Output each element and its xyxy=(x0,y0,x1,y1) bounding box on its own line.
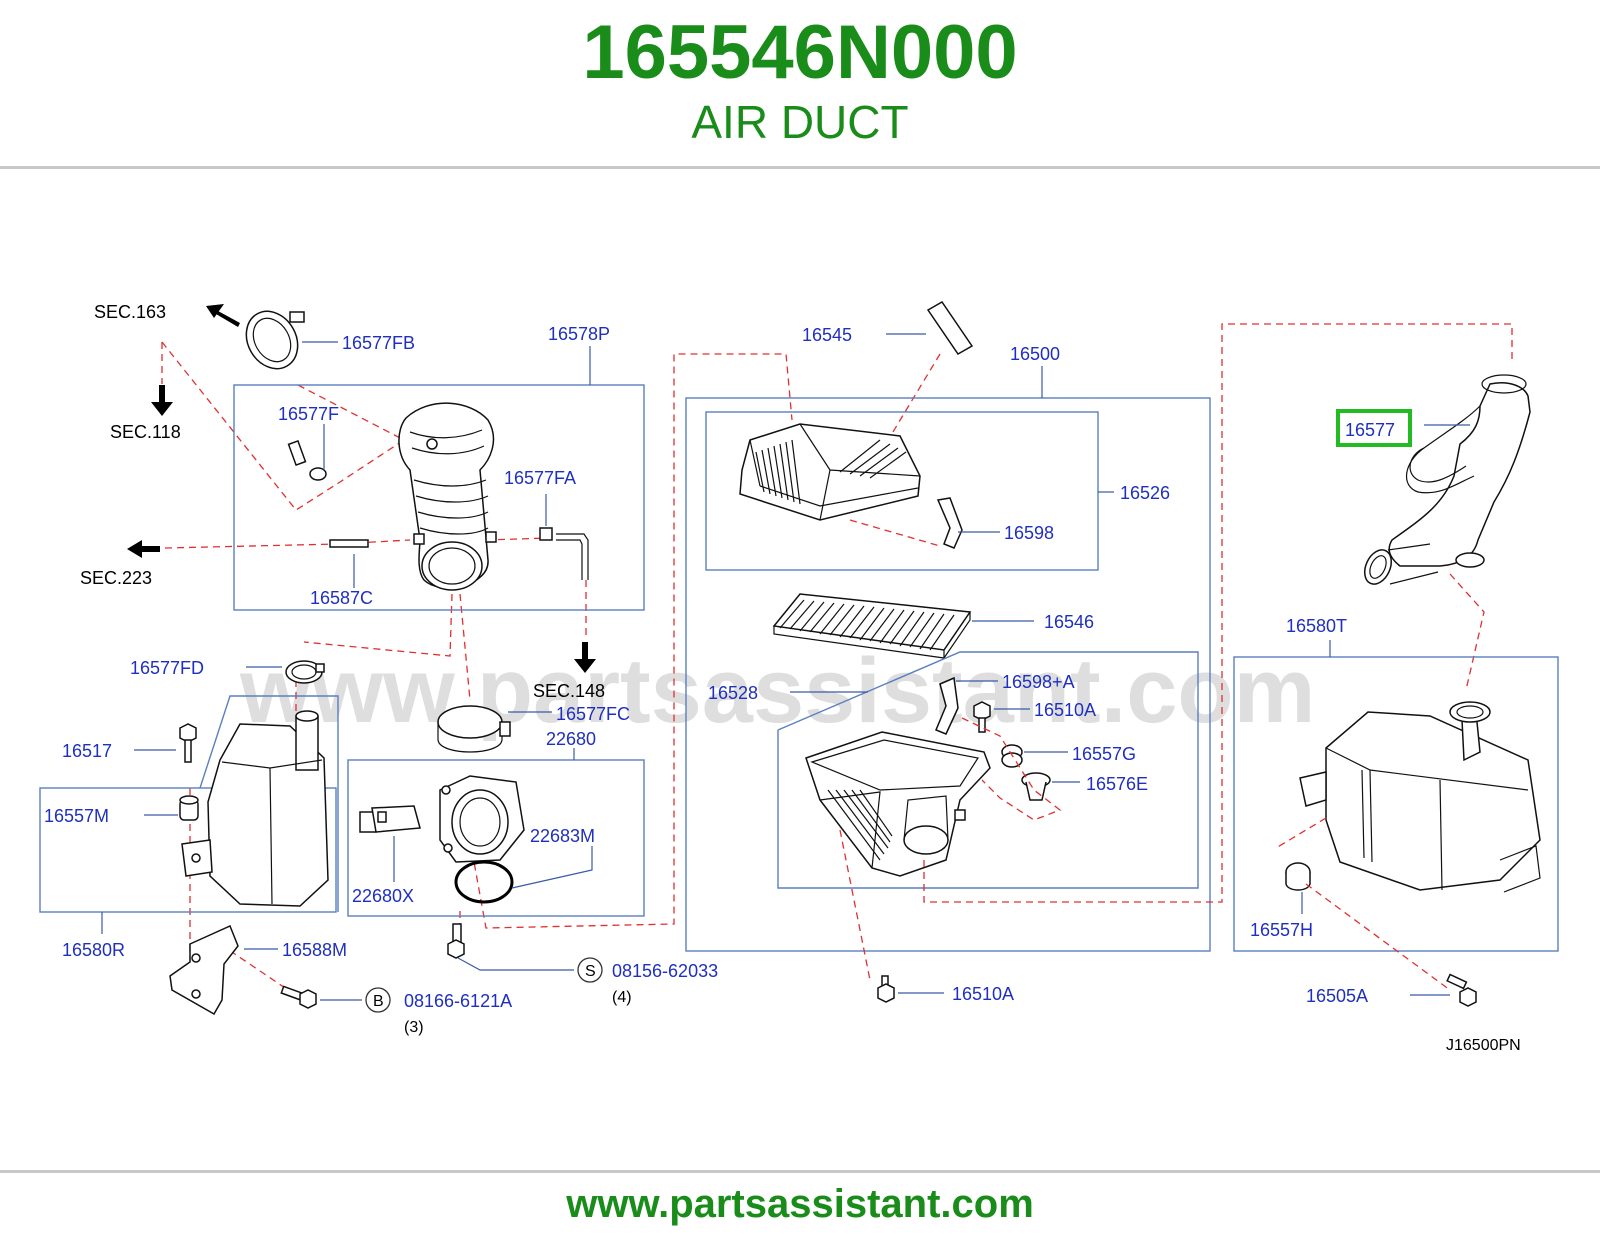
callout-16576e[interactable]: 16576E xyxy=(1086,774,1148,794)
sec-118-label: SEC.118 xyxy=(110,422,181,442)
callout-22683m[interactable]: 22683M xyxy=(530,826,595,846)
callout-08166-qty: (3) xyxy=(404,1019,424,1036)
diagram-code: J16500PN xyxy=(1446,1037,1521,1054)
callout-16577-highlight xyxy=(1336,409,1412,447)
group-box-16528 xyxy=(777,651,1199,889)
callout-08156-qty: (4) xyxy=(612,989,632,1006)
callout-16578p[interactable]: 16578P xyxy=(548,324,610,344)
label-16545-part xyxy=(926,301,974,355)
bolt-16510a-bottom-part xyxy=(877,975,895,1003)
callout-16588m[interactable]: 16588M xyxy=(282,940,347,960)
bolt-08156-part xyxy=(447,923,465,959)
clip-16598a-part xyxy=(935,676,959,735)
callout-16510a-top[interactable]: 16510A xyxy=(1034,700,1096,720)
callout-16505a[interactable]: 16505A xyxy=(1306,986,1368,1006)
housing-16528-part xyxy=(805,731,991,877)
circle-s-icon xyxy=(577,957,603,983)
callout-16557m[interactable]: 16557M xyxy=(44,806,109,826)
footer-divider xyxy=(0,1170,1600,1173)
callout-16557h[interactable]: 16557H xyxy=(1250,920,1313,940)
parts-diagram: www.partsassistant.com SEC.163 SEC.118 S… xyxy=(39,301,1559,1054)
callout-16580r[interactable]: 16580R xyxy=(62,940,125,960)
callout-22680[interactable]: 22680 xyxy=(546,729,596,749)
clamp-16577fd-part xyxy=(285,660,325,684)
callout-16577fc[interactable]: 16577FC xyxy=(556,704,630,724)
hose-16577fa-part xyxy=(539,527,589,580)
sensor-16577f-part xyxy=(287,439,327,481)
callout-08166[interactable]: 08166-6121A xyxy=(404,991,512,1011)
callout-22680x[interactable]: 22680X xyxy=(352,886,414,906)
callout-16545[interactable]: 16545 xyxy=(802,325,852,345)
callout-16577fb[interactable]: 16577FB xyxy=(342,333,415,353)
part-name-subtitle: AIR DUCT xyxy=(691,96,909,148)
header-divider xyxy=(0,166,1600,169)
callout-16517[interactable]: 16517 xyxy=(62,741,112,761)
footer-url[interactable]: www.partsassistant.com xyxy=(566,1182,1034,1226)
bolt-16505a-part xyxy=(1446,973,1477,1007)
filter-16546-part xyxy=(772,593,972,659)
circle-b-letter: B xyxy=(373,993,384,1010)
sec-163-label: SEC.163 xyxy=(94,302,166,322)
arrow-left-icon xyxy=(127,540,160,558)
intake-hose-part xyxy=(398,402,497,591)
callout-16587c[interactable]: 16587C xyxy=(310,588,373,608)
gasket-22683m-part xyxy=(454,860,514,904)
callout-16577fd[interactable]: 16577FD xyxy=(130,658,204,678)
sensor-22680x-part xyxy=(359,805,421,833)
group-box-16580r-right xyxy=(199,695,339,912)
callout-16528[interactable]: 16528 xyxy=(708,683,758,703)
watermark-text: www.partsassistant.com xyxy=(239,640,1315,742)
bolt-08166-part xyxy=(280,985,317,1009)
group-box-16580r-left xyxy=(39,787,337,913)
hose-16587c-part xyxy=(329,539,369,548)
circle-s-letter: S xyxy=(585,963,596,980)
callout-16577fa[interactable]: 16577FA xyxy=(504,468,576,488)
part-number-title: 165546N000 xyxy=(582,10,1018,95)
bracket-16588m-part xyxy=(169,924,239,1016)
clamp-16577fb-part xyxy=(245,310,305,370)
callout-16598a[interactable]: 16598+A xyxy=(1002,672,1075,692)
callout-08156[interactable]: 08156-62033 xyxy=(612,961,718,981)
callout-16598[interactable]: 16598 xyxy=(1004,523,1054,543)
callout-16500[interactable]: 16500 xyxy=(1010,344,1060,364)
sec-148-label: SEC.148 xyxy=(533,681,605,701)
group-box-16500 xyxy=(685,397,1211,952)
callout-16526[interactable]: 16526 xyxy=(1120,483,1170,503)
grommet-16557h-part xyxy=(1285,862,1311,891)
group-box-16578p xyxy=(233,384,645,611)
circle-b-icon xyxy=(365,987,391,1013)
callout-16577[interactable]: 16577 xyxy=(1345,420,1395,440)
throttle-body-22680-part xyxy=(439,775,525,863)
sec-223-label: SEC.223 xyxy=(80,568,152,588)
bolt-16510a-top-part xyxy=(973,701,991,733)
callout-16580t[interactable]: 16580T xyxy=(1286,616,1347,636)
callout-16510a-bottom[interactable]: 16510A xyxy=(952,984,1014,1004)
resonator-16580t-part xyxy=(1299,701,1541,893)
resonator-16580r-part xyxy=(181,710,329,907)
clamp-16577fc-part xyxy=(437,705,511,753)
callout-16546[interactable]: 16546 xyxy=(1044,612,1094,632)
arrow-down-icon xyxy=(151,385,173,416)
group-box-22680 xyxy=(347,759,645,917)
group-box-16526 xyxy=(705,411,1099,571)
grommet-16557m-part xyxy=(179,795,199,821)
air-duct-16577-part xyxy=(1363,374,1531,585)
bolt-16517-part xyxy=(179,723,197,763)
arrow-down-icon xyxy=(574,642,596,673)
clip-16598-part xyxy=(936,497,963,549)
arrow-up-left-icon xyxy=(206,304,240,327)
callout-16557g[interactable]: 16557G xyxy=(1072,744,1136,764)
callout-16577f[interactable]: 16577F xyxy=(278,404,339,424)
cover-16526-part xyxy=(739,423,921,521)
